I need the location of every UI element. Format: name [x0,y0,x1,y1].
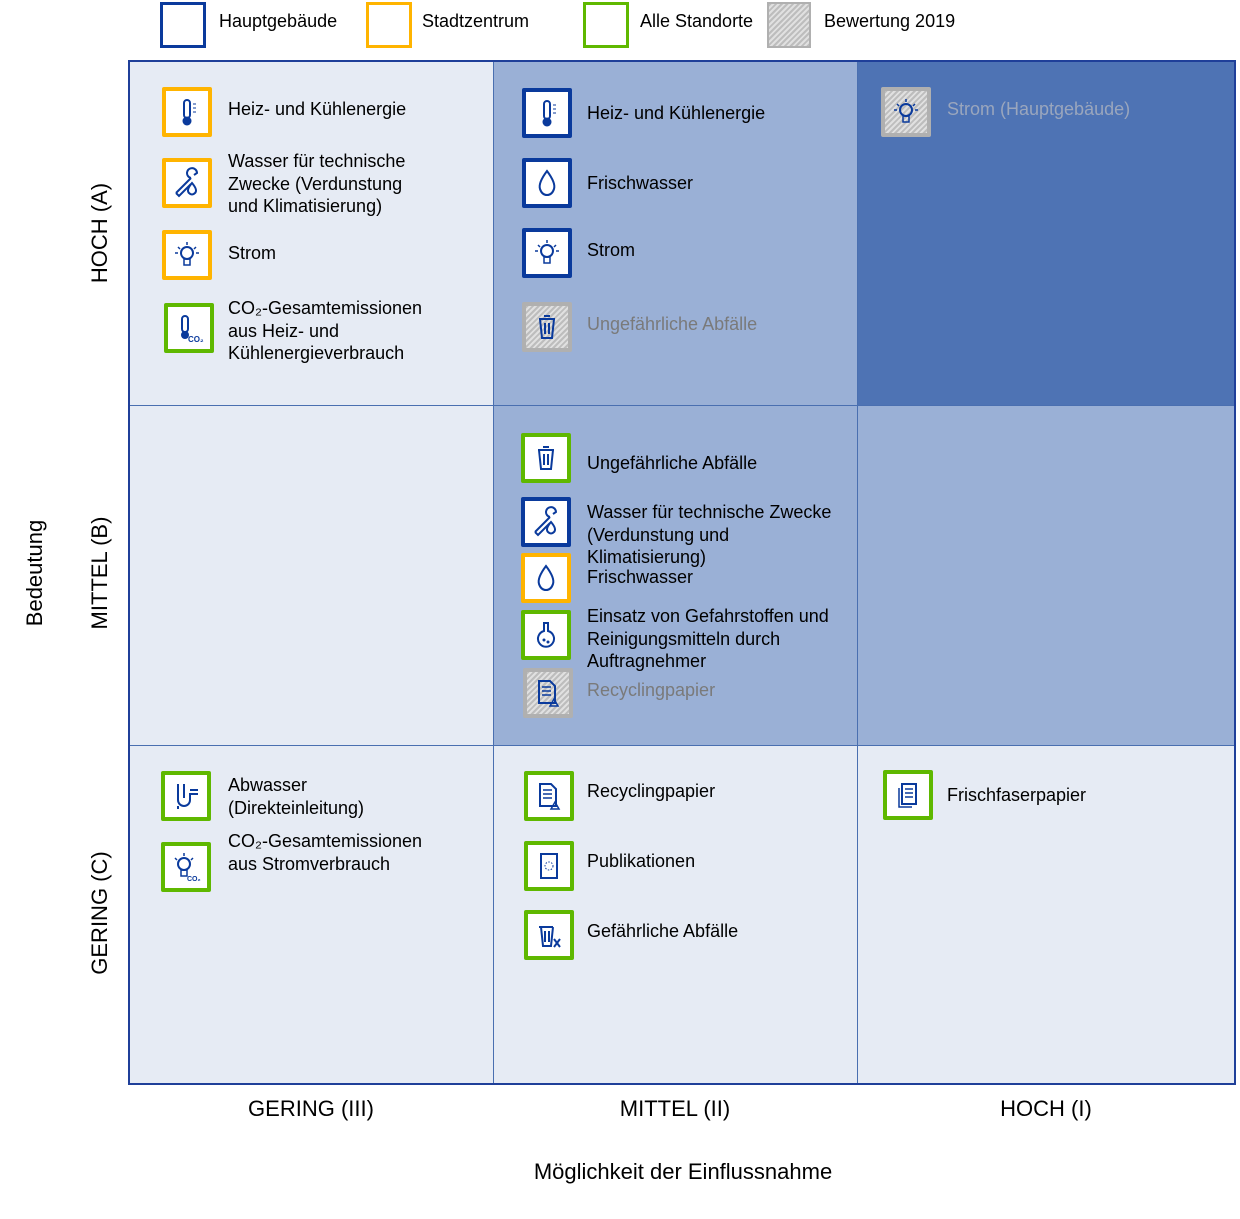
aspect-label: Abwasser (Direkteinleitung) [228,775,365,818]
aspect-label: Wasser für technische Zwecke (Verdunstun… [228,151,406,216]
cell-b-iii [129,405,494,746]
aspect-label: Gefährliche Abfälle [587,921,739,941]
aspect-label: Heiz- und Kühlenergie [228,99,407,119]
drop-icon [521,553,571,603]
aspect-label: Wasser für technische Zwecke (Verdunstun… [587,502,832,567]
legend-label: Hauptgebäude [219,11,338,31]
x-axis-title: Möglichkeit der Einflussnahme [533,1159,833,1184]
aspect-label: CO₂-Gesamtemissionen aus Stromverbrauch [228,831,423,874]
aspect-label: Publikationen [587,851,696,871]
lightbulb-icon [162,230,212,280]
drop-icon [522,158,572,208]
pipe-icon [161,771,211,821]
wrench-drop-icon [162,158,212,208]
paper-icon [883,770,933,820]
aspect-label: Recyclingpapier [587,680,716,700]
col-label-hoch: HOCH (I) [1000,1096,1092,1121]
row-label-gering: GERING (C) [87,851,112,975]
aspect-label: Strom [587,240,636,260]
aspect-label: Ungefährliche Abfälle [587,453,758,473]
lightbulb-icon [522,228,572,278]
legend-swatch-bewertung-2019 [767,2,811,48]
svg-text:CO₂: CO₂ [188,335,204,344]
legend-swatch-stadtzentrum [366,2,412,48]
legend-label: Bewertung 2019 [824,11,956,31]
col-label-gering: GERING (III) [248,1096,374,1121]
legend-label: Stadtzentrum [422,11,530,31]
publication-icon [524,841,574,891]
legend-swatch-alle-standorte [583,2,629,48]
hazard-trash-icon [524,910,574,960]
aspect-label: Strom (Hauptgebäude) [947,99,1131,119]
aspect-label: Frischwasser [587,567,694,587]
aspect-label: CO₂-Gesamtemissionen aus Heiz- und Kühle… [228,298,423,363]
legend-label: Alle Standorte [640,11,754,31]
thermometer-icon [522,88,572,138]
aspect-label: Einsatz von Gefahrstoffen und Reinigungs… [587,606,829,671]
aspect-label: Strom [228,243,277,263]
thermometer-co2-icon: CO₂ [164,303,214,353]
row-label-mittel: MITTEL (B) [87,516,112,630]
recycling-paper-icon [524,771,574,821]
wrench-drop-icon [521,497,571,547]
aspect-label: Heiz- und Kühlenergie [587,103,766,123]
row-label-hoch: HOCH (A) [87,182,112,284]
legend-swatch-hauptgebaeude [160,2,206,48]
y-axis-title: Bedeutung [22,519,47,627]
aspect-label: Recyclingpapier [587,781,716,801]
aspect-label: Frischfaserpapier [947,785,1087,805]
trash-icon [521,433,571,483]
aspect-label: Frischwasser [587,173,694,193]
aspect-label: Ungefährliche Abfälle [587,314,758,334]
trash-icon [522,302,572,352]
flask-icon [521,610,571,660]
cell-b-i [857,405,1235,746]
recycling-paper-icon [523,668,573,718]
lightbulb-co2-icon: CO₂ [161,842,211,892]
svg-text:CO₂: CO₂ [187,876,201,883]
col-label-mittel: MITTEL (II) [619,1096,731,1121]
lightbulb-icon [881,87,931,137]
thermometer-icon [162,87,212,137]
